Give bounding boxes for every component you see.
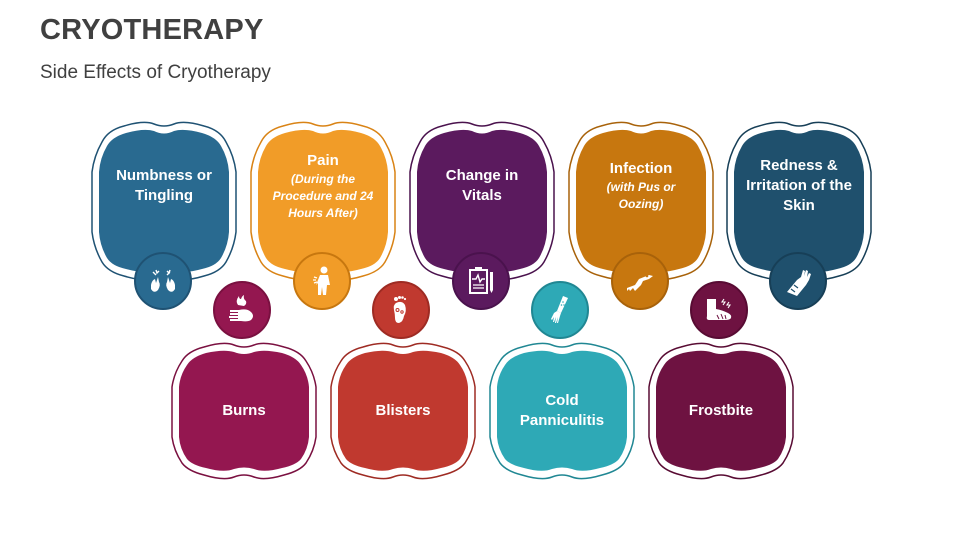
card-redness: Redness & Irritation of the Skin [723,112,875,290]
card-label: Redness & Irritation of the Skin [741,112,857,290]
card-note: (with Pus or Oozing) [606,180,676,211]
card-shape [726,121,872,281]
card-label: Blisters [345,335,461,487]
card-shape [171,342,317,480]
card-shape [91,121,237,281]
card-note: (During the Procedure and 24 Hours After… [272,171,374,220]
card-title: Blisters [375,402,431,419]
badge-panniculitis [531,281,589,339]
card-label: Infection (with Pus or Oozing) [583,112,699,290]
tingling-hands-icon [151,269,175,292]
badge-redness [769,252,827,310]
badge-frostbite [690,281,748,339]
page-title: CRYOTHERAPY [40,14,264,46]
card-panniculitis: Cold Panniculitis [486,335,638,487]
frostbitten-foot-icon [706,298,732,320]
card-title: Numbness or Tingling [116,167,212,204]
card-label: Numbness or Tingling [106,112,222,290]
card-shape [489,342,635,480]
card-title: Redness & Irritation of the Skin [746,157,852,214]
card-title: Change in Vitals [445,167,519,204]
card-burns: Burns [168,335,320,487]
burning-hand-icon [229,295,253,322]
card-title: Burns [222,402,266,419]
card-label: Cold Panniculitis [504,335,620,487]
card-blisters: Blisters [327,335,479,487]
card-numbness: Numbness or Tingling [88,112,240,290]
badge-burns [213,281,271,339]
card-shape [568,121,714,281]
clipboard-ecg-icon [469,267,493,294]
card-title: Infection [609,160,673,177]
card-label: Change in Vitals [424,112,540,290]
card-pain: Pain (During the Procedure and 24 Hours … [247,112,399,290]
back-pain-person-icon [313,266,330,295]
card-title: Frostbite [688,402,754,419]
bandaged-arm-icon [787,270,811,296]
page-subtitle: Side Effects of Cryotherapy [40,62,271,83]
card-vitals: Change in Vitals [406,112,558,290]
card-title: Cold Panniculitis [519,392,605,429]
badge-pain [293,252,351,310]
card-title: Pain [307,151,339,169]
card-shape [648,342,794,480]
arm-rash-icon [551,296,568,323]
badge-infection [611,252,669,310]
card-infection: Infection (with Pus or Oozing) [565,112,717,290]
badge-numbness [134,252,192,310]
card-label: Burns [186,335,302,487]
card-shape [409,121,555,281]
badge-vitals [452,252,510,310]
foot-blister-icon [393,296,407,323]
card-shape [330,342,476,480]
infected-hand-icon [627,274,653,291]
card-shape [250,121,396,281]
badge-blisters [372,281,430,339]
card-label: Pain (During the Procedure and 24 Hours … [265,112,381,290]
card-label: Frostbite [663,335,779,487]
card-frostbite: Frostbite [645,335,797,487]
